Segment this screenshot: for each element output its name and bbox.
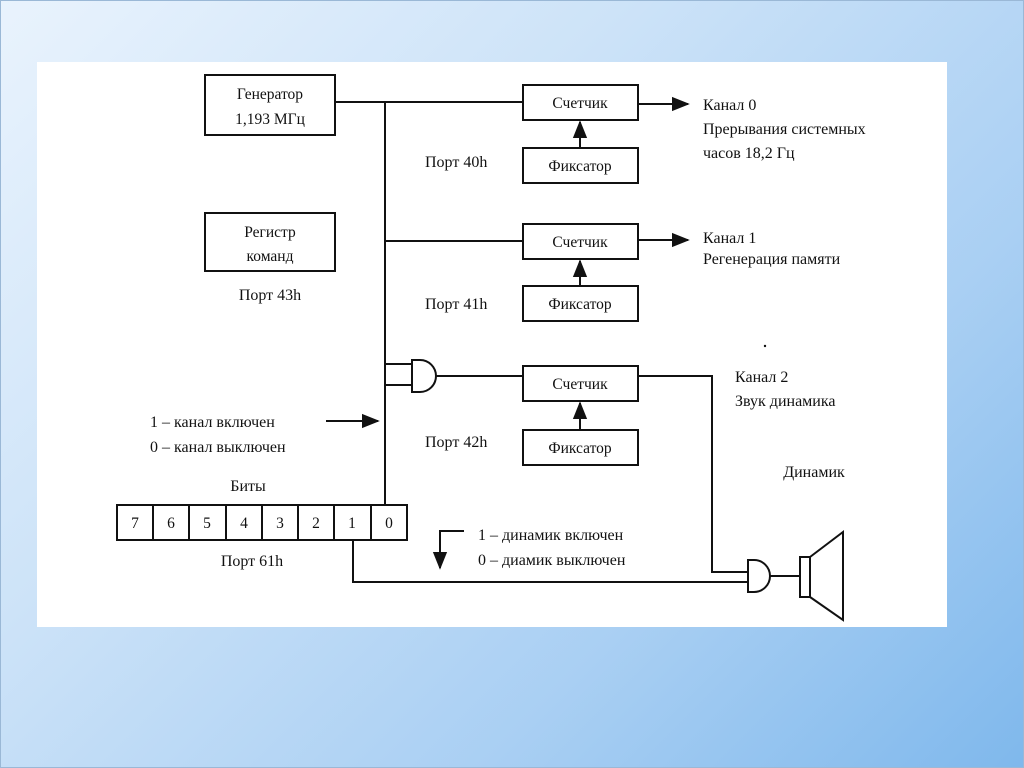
latch-1-label: Фиксатор [548,296,612,313]
bit-2: 2 [312,515,320,532]
channel-0: Счетчик Фиксатор Порт 40h Канал 0 Прерыв… [425,84,866,184]
counter-1-box [522,223,639,260]
counter-1-label: Счетчик [552,234,608,251]
channel-2-and-gate [411,359,437,393]
channel-1-title: Канал 1 [703,230,756,247]
latch-0-label: Фиксатор [548,158,612,175]
speaker-label: Динамик [783,464,845,481]
bits-port: Порт 61h [221,553,283,570]
bit-4: 4 [240,515,248,532]
channel-2-title: Канал 2 [735,369,788,386]
port-42h: Порт 42h [425,434,487,451]
generator-block: Генератор 1,193 МГц [204,74,336,136]
channel-1-desc-1: Регенерация памяти [703,251,841,268]
bit-7: 7 [131,515,139,532]
speaker-note-off: 0 – диамик выключен [478,552,626,569]
bits-title: Биты [230,478,266,495]
bit1-to-speaker-gate [352,540,748,583]
latch-2-label: Фиксатор [548,440,612,457]
channel-0-desc-1: Прерывания системных [703,121,866,138]
port-41h: Порт 41h [425,296,487,313]
channel-2: Счетчик Фиксатор Порт 42h Канал 2 Звук д… [425,365,835,466]
channel-2-desc-1: Звук динамика [735,393,835,410]
gate-note-off: 0 – канал выключен [150,439,286,456]
speaker-note-arrow [432,530,464,570]
generator-label-1: Генератор [237,86,303,103]
speaker-icon [799,529,844,622]
channel-0-desc-2: часов 18,2 Гц [703,145,795,162]
counter-2-to-speaker-gate [638,375,748,573]
bit-5: 5 [203,515,211,532]
latch-1-box [522,285,639,322]
command-register-port: Порт 43h [239,287,301,304]
generator-label-2: 1,193 МГц [235,111,305,128]
channel-1: Счетчик Фиксатор Порт 41h Канал 1 Регене… [425,223,841,322]
bit-6: 6 [167,515,175,532]
latch-0-box [522,147,639,184]
command-register-label-2: команд [247,248,294,265]
bit-0: 0 [385,515,393,532]
dot-mark [763,344,767,348]
bits-register: 7 6 5 4 3 2 1 0 [116,504,408,541]
speaker-and-gate [747,559,771,593]
channel-0-title: Канал 0 [703,97,756,114]
port-40h: Порт 40h [425,154,487,171]
speaker-note-on: 1 – динамик включен [478,527,624,544]
counter-0-label: Счетчик [552,95,608,112]
command-register-label-1: Регистр [244,224,296,241]
latch-2-box [522,429,639,466]
bit-1: 1 [348,515,356,532]
bit-3: 3 [276,515,284,532]
command-register-block: Регистр команд [204,212,336,272]
counter-2-label: Счетчик [552,376,608,393]
gate-note-on: 1 – канал включен [150,414,275,431]
counter-0-box [522,84,639,121]
counter-2-box [522,365,639,402]
